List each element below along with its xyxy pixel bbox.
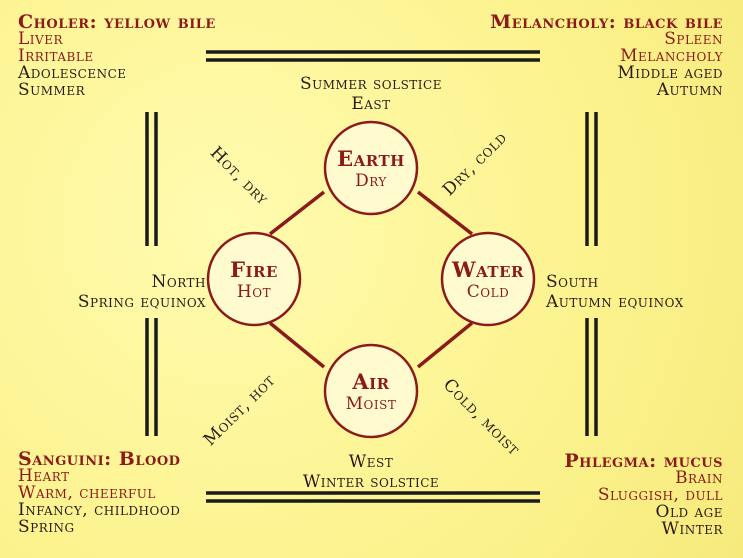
west-text: West bbox=[348, 452, 394, 472]
spring-equinox-text: Spring equinox bbox=[77, 292, 206, 312]
sanguine-organ: Heart bbox=[18, 466, 70, 486]
phlegm-age: Old age bbox=[655, 502, 723, 522]
melancholy-temperament: Melancholy bbox=[620, 46, 723, 66]
earth-quality: Dry bbox=[355, 171, 387, 191]
air-quality: Moist bbox=[345, 394, 397, 414]
melancholy-age: Middle aged bbox=[617, 63, 723, 83]
choler-organ: Liver bbox=[18, 29, 63, 49]
earth-label: Earth Dry bbox=[325, 146, 417, 191]
air-circle bbox=[323, 343, 419, 439]
phlegm-organ: Brain bbox=[675, 468, 723, 488]
earth-name: Earth bbox=[337, 146, 405, 171]
phlegm-season: Winter bbox=[661, 519, 723, 539]
winter-solstice-text: Winter solstice bbox=[302, 472, 440, 492]
melancholy-organ: Spleen bbox=[664, 29, 723, 49]
south-text: South bbox=[546, 272, 599, 292]
water-quality: Cold bbox=[466, 282, 510, 302]
earth-circle bbox=[323, 120, 419, 216]
choler-title: Choler: yellow bile bbox=[18, 11, 216, 33]
melancholy-block: Melancholy: black bile Spleen Melancholy… bbox=[490, 11, 723, 100]
sanguine-age: Infancy, childhood bbox=[18, 500, 181, 520]
fire-circle bbox=[206, 231, 302, 327]
north-text: North bbox=[151, 272, 206, 292]
frame-bottom bbox=[206, 491, 540, 503]
melancholy-season: Autumn bbox=[656, 80, 723, 100]
north-label: North Spring equinox bbox=[40, 272, 206, 312]
diamond-connectors bbox=[268, 190, 474, 369]
south-label: South Autumn equinox bbox=[546, 272, 684, 312]
fire-label: Fire Hot bbox=[208, 257, 300, 302]
east-text: East bbox=[351, 94, 391, 114]
water-circle bbox=[440, 231, 536, 327]
choler-season: Summer bbox=[18, 80, 86, 100]
fire-name: Fire bbox=[230, 257, 278, 282]
choler-block: Choler: yellow bile Liver Irritable Adol… bbox=[18, 11, 216, 100]
frame-top bbox=[206, 50, 540, 62]
water-name: Water bbox=[452, 257, 524, 282]
air-label: Air Moist bbox=[325, 369, 417, 414]
east-label: Summer solstice East bbox=[271, 74, 471, 114]
sanguine-season: Spring bbox=[18, 517, 75, 537]
autumn-equinox-text: Autumn equinox bbox=[546, 292, 684, 312]
summer-solstice-text: Summer solstice bbox=[300, 74, 442, 94]
sanguine-temperament: Warm, cheerful bbox=[18, 483, 156, 503]
phlegm-block: Phlegma: mucus Brain Sluggish, dull Old … bbox=[564, 450, 723, 539]
west-label: West Winter solstice bbox=[271, 452, 471, 492]
phlegm-title: Phlegma: mucus bbox=[564, 450, 723, 472]
sanguine-block: Sanguini: Blood Heart Warm, cheerful Inf… bbox=[18, 448, 181, 537]
air-name: Air bbox=[352, 369, 390, 394]
phlegm-temperament: Sluggish, dull bbox=[597, 485, 723, 505]
choler-age: Adolescence bbox=[18, 63, 127, 83]
sanguine-title: Sanguini: Blood bbox=[18, 448, 181, 470]
fire-quality: Hot bbox=[236, 282, 272, 302]
choler-temperament: Irritable bbox=[18, 46, 94, 66]
water-label: Water Cold bbox=[442, 257, 534, 302]
frame-left bbox=[145, 112, 158, 436]
frame-right bbox=[585, 112, 598, 436]
melancholy-title: Melancholy: black bile bbox=[490, 11, 723, 33]
